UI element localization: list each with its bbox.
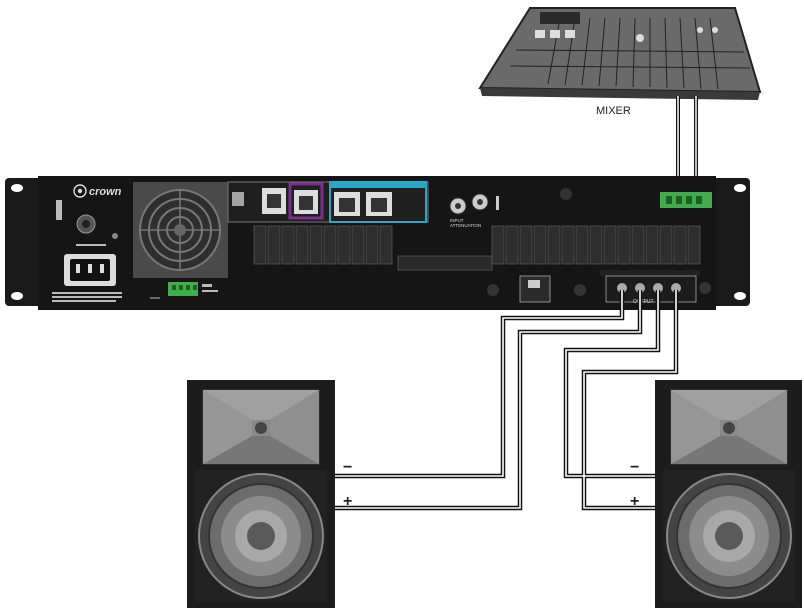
network-ports <box>227 181 429 223</box>
right-rail <box>491 225 701 265</box>
cooling-fan <box>133 182 228 278</box>
left-rack-ear <box>5 178 45 306</box>
brand-label: crown <box>89 186 122 198</box>
right-rack-ear <box>712 178 750 306</box>
mixer: MIXER <box>478 7 762 117</box>
mixer-label: MIXER <box>596 105 631 117</box>
panel-fine-print <box>52 200 122 302</box>
speaker-left: − + <box>187 380 352 608</box>
network-group-highlight <box>330 182 426 188</box>
power-inlet <box>64 254 116 286</box>
speaker-left-plus-label: + <box>343 493 352 510</box>
input-attenuation-label: INPUT <box>450 218 464 223</box>
output-label: OUTPUT <box>633 299 654 305</box>
input-attenuation-label-line: ATTENUATION <box>450 223 481 228</box>
crown-logo: crown <box>73 184 122 198</box>
output-post-4 <box>671 283 681 293</box>
speaker-left-minus-label: − <box>343 459 352 476</box>
svg-text:INPUT ATTENUATION: INPUT ATTENUATION <box>450 218 481 228</box>
speaker-cables <box>335 290 679 511</box>
mixer-channel-strips <box>509 17 751 90</box>
speaker-right-plus-label: + <box>630 493 639 510</box>
left-rail <box>253 225 393 265</box>
amp-input-terminal <box>660 192 712 208</box>
amplifier: crown <box>5 176 750 310</box>
speaker-right-minus-label: − <box>630 459 639 476</box>
gpio-terminal-block <box>168 282 218 296</box>
center-vent <box>397 255 493 271</box>
network-port-highlight <box>288 182 324 220</box>
output-post-2 <box>635 283 645 293</box>
output-post-3 <box>653 283 663 293</box>
input-attenuation-controls: INPUT ATTENUATION <box>449 193 499 228</box>
speaker-right: − + <box>630 380 802 608</box>
output-post-1 <box>617 283 627 293</box>
output-mode-switch <box>519 275 551 303</box>
mixer-display <box>540 12 580 24</box>
